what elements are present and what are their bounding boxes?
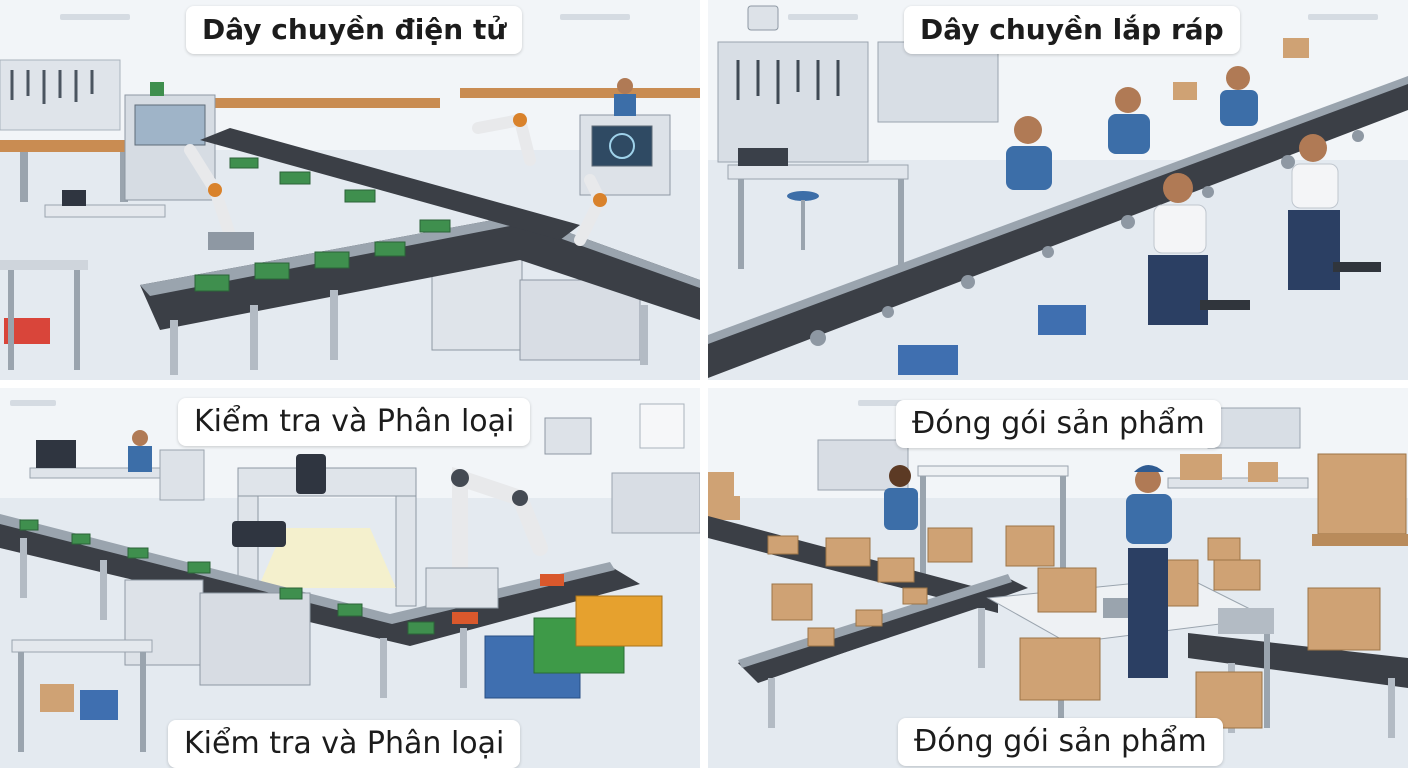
electronics-line-illustration bbox=[0, 0, 700, 380]
panel-packaging: Đóng gói sản phẩm Đóng gói sản phẩm bbox=[708, 388, 1408, 768]
caption-packaging-bottom: Đóng gói sản phẩm bbox=[898, 718, 1223, 766]
caption-inspection-sorting-bottom: Kiểm tra và Phân loại bbox=[168, 720, 521, 768]
caption-electronics-line: Dây chuyền điện tử bbox=[186, 6, 523, 54]
caption-inspection-sorting-top: Kiểm tra và Phân loại bbox=[178, 398, 531, 446]
panel-assembly-line: Dây chuyền lắp ráp bbox=[708, 0, 1408, 380]
caption-packaging-top: Đóng gói sản phẩm bbox=[896, 400, 1221, 448]
caption-assembly-line: Dây chuyền lắp ráp bbox=[904, 6, 1240, 54]
assembly-line-illustration bbox=[708, 0, 1408, 380]
panel-electronics-line: Dây chuyền điện tử bbox=[0, 0, 700, 380]
panel-inspection-sorting: Kiểm tra và Phân loại Kiểm tra và Phân l… bbox=[0, 388, 700, 768]
